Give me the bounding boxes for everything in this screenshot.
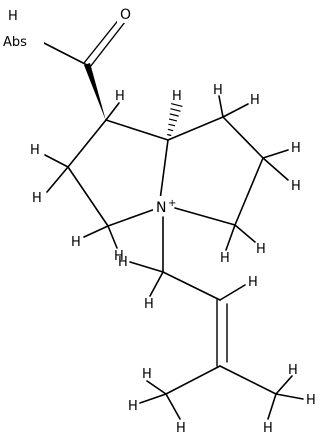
bond-h (222, 103, 249, 118)
hash-segment (169, 118, 177, 122)
bond-c-o-double-b (89, 21, 126, 68)
bond-c8a-c1 (105, 119, 169, 141)
bond-h (262, 157, 289, 181)
bond-h (46, 166, 69, 193)
bond-h (165, 393, 181, 420)
hydrogen-label: H (263, 421, 273, 436)
bond-h (105, 102, 120, 121)
bond-h (218, 95, 224, 118)
bond-h (149, 271, 164, 297)
bond-c-abs (41, 41, 88, 66)
bond-h (234, 224, 256, 243)
oxygen-label: O (120, 7, 131, 23)
hydrogen-label: H (142, 367, 152, 382)
bond-h (275, 375, 293, 395)
bond-c8-c7 (222, 116, 264, 159)
hash-segment (168, 123, 176, 127)
hydrogen-label: H (172, 89, 182, 104)
bonds (41, 17, 304, 420)
hydrogen-label: H (291, 179, 301, 194)
bond-h (219, 284, 246, 301)
hydrogen-label: H (288, 363, 298, 378)
hydrogen-label: H (213, 83, 223, 98)
bond-ch2-ch (162, 271, 221, 301)
hydrogen-label: H (114, 249, 124, 264)
bond-h (267, 393, 277, 420)
hash-segment (170, 103, 183, 107)
bond-c-me1 (165, 365, 221, 395)
bond-h (225, 224, 236, 251)
hydrogen-label: H (128, 399, 138, 414)
bond-c-o-double-a (83, 17, 121, 64)
hash-segment (170, 108, 181, 112)
hydrogen-label: H (256, 242, 266, 257)
hydrogen-label: H (32, 191, 42, 206)
bond-h (275, 393, 304, 400)
hydrogen-label: H (220, 251, 230, 266)
hydrogen-label: H (306, 393, 316, 408)
hydrogen-label: H (176, 421, 186, 436)
bond-c-me2 (219, 365, 277, 395)
bond-c8a-h-hashed (167, 103, 183, 136)
bond-c6-n (174, 207, 236, 226)
bond-n-c8a (159, 139, 169, 201)
bond-c7-c6 (234, 157, 264, 226)
hydrogen-label: H (30, 143, 40, 158)
nitrogen-label: N (156, 200, 166, 216)
hydrogen-label: H (248, 275, 258, 290)
hydrogen-label: H (71, 235, 81, 250)
bond-c2-c3 (67, 166, 109, 227)
hash-segment (169, 113, 179, 117)
hydrogen-label: H (115, 89, 125, 104)
bond-h (107, 225, 118, 249)
abs-label: Abs (3, 35, 27, 50)
bond-h (129, 261, 164, 273)
hydrogen-label: H (291, 141, 301, 156)
bond-h (44, 154, 69, 168)
bond-h (83, 225, 109, 238)
hydrogen-label: H (250, 93, 260, 108)
bond-c3-n (107, 207, 159, 227)
hydrogen-label: H (118, 255, 128, 270)
bond-h (146, 380, 167, 395)
atom-labels: Abs H O N + H H H H H H H H H H H H H H … (0, 3, 316, 436)
hydroxyl-h-label: H (8, 9, 18, 24)
bond-c1-cooh-wedge (84, 63, 106, 121)
bond-h (139, 393, 167, 404)
hash-segment (167, 128, 174, 132)
bond-h (262, 149, 289, 159)
hash-segment (167, 134, 172, 136)
nitrogen-charge: + (168, 198, 176, 209)
hydrogen-label: H (144, 297, 154, 312)
bond-c8a-c8 (167, 116, 224, 141)
bond-c1-c2 (67, 119, 107, 168)
